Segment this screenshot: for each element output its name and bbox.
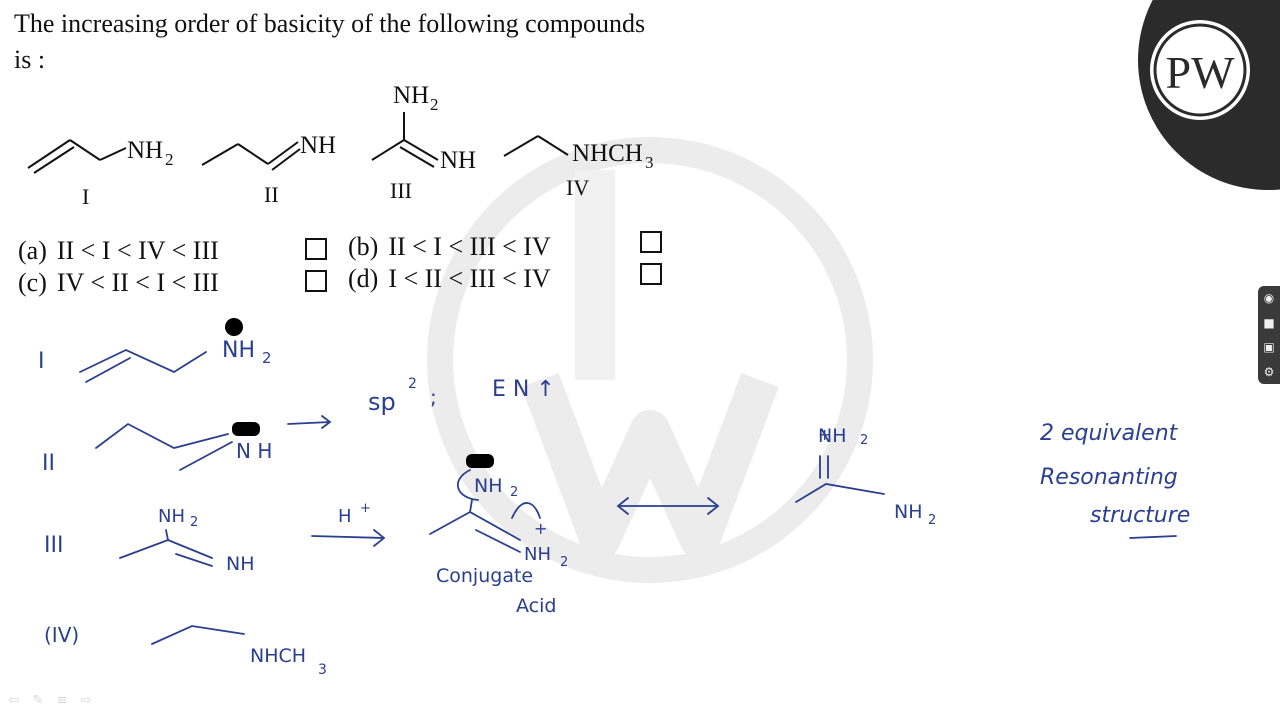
structure-II-numeral: II: [264, 182, 279, 207]
option-c: (c) IV < II < I < III: [18, 268, 219, 298]
ink-IV-sub: 3: [318, 662, 327, 678]
structure-III: NH 2 NH III: [371, 82, 476, 203]
ink-I-sub: 2: [262, 349, 272, 367]
image-icon[interactable]: ▣: [1263, 340, 1275, 355]
option-c-text: IV < II < I < III: [56, 268, 219, 297]
structure-IV-group: NHCH: [572, 140, 643, 167]
ink-III-top: NH: [158, 506, 185, 527]
structure-IV-numeral: IV: [566, 175, 589, 200]
ink-II-group: N H: [236, 439, 272, 463]
option-a-tag: (a): [18, 236, 47, 265]
ink-note-1: 2 equivalent: [1040, 421, 1179, 446]
ink-res-top-sub: 2: [860, 433, 868, 448]
option-b-tag: (b): [348, 232, 379, 261]
structure-III-numeral: III: [390, 178, 412, 203]
ink-note-2: Resonanting: [1040, 465, 1178, 490]
structure-IV-sub: 3: [645, 153, 654, 172]
option-d-checkbox[interactable]: [640, 263, 662, 285]
ink-conj-top-sub: 2: [510, 485, 518, 500]
ink-res-bottom: NH: [894, 501, 923, 523]
structure-III-top-group: NH: [393, 82, 429, 109]
option-c-tag: (c): [18, 268, 47, 297]
option-a-text: II < I < IV < III: [56, 236, 219, 265]
ink-plus: +: [534, 519, 547, 538]
ink-III-group: NH: [226, 553, 255, 575]
question-text: The increasing order of basicity of the …: [14, 6, 645, 78]
structure-I: NH 2 I: [27, 137, 174, 209]
forward-arrow-icon[interactable]: ⇨: [80, 692, 92, 708]
gear-icon[interactable]: ⚙: [1263, 364, 1275, 379]
svg-text:;: ;: [430, 385, 437, 409]
option-b-text: II < I < III < IV: [388, 232, 551, 261]
ink-res-top: NH: [818, 425, 847, 447]
structure-I-sub: 2: [165, 150, 174, 169]
option-b-checkbox[interactable]: [640, 231, 662, 253]
ink-II-label: II: [42, 451, 55, 476]
ink-acid: Acid: [516, 595, 556, 617]
pw-logo-letters: PW: [1166, 47, 1236, 98]
ink-conj-top: NH: [474, 475, 503, 497]
ink-I-label: I: [38, 349, 45, 374]
option-d-text: I < II < III < IV: [388, 264, 551, 293]
ink-I-group: NH: [222, 338, 255, 363]
ink-III-top-sub: 2: [190, 515, 198, 530]
option-a-checkbox[interactable]: [305, 238, 327, 260]
video-icon[interactable]: ■: [1263, 315, 1275, 330]
option-b: (b) II < I < III < IV: [348, 232, 551, 262]
structure-I-group: NH: [127, 137, 163, 164]
back-arrow-icon[interactable]: ⇦: [8, 692, 20, 708]
ink-hplus: H: [338, 506, 352, 527]
camera-icon[interactable]: ◉: [1263, 291, 1275, 306]
ink-III-label: III: [44, 533, 63, 558]
structure-II-group: NH: [300, 132, 336, 159]
pw-logo: PW: [1088, 0, 1280, 190]
handwritten-annotations: I NH 2 II N H sp 2 ; E N ↑ III NH 2 NH H…: [38, 318, 1190, 678]
ink-sp2-sup: 2: [408, 376, 417, 392]
ink-IV-label: (IV): [44, 623, 79, 647]
ink-conj-bottom: NH: [524, 544, 551, 565]
structure-III-group: NH: [440, 147, 476, 174]
bottom-toolbar: ⇦ ✎ ≡ ⇨: [6, 692, 94, 708]
menu-icon[interactable]: ≡: [56, 692, 68, 708]
ink-IV-group: NHCH: [250, 645, 306, 667]
ink-hplus-sup: +: [360, 501, 371, 516]
structure-I-numeral: I: [82, 184, 89, 209]
pen-icon[interactable]: ✎: [32, 692, 44, 708]
structure-III-top-sub: 2: [430, 95, 439, 114]
option-d: (d) I < II < III < IV: [348, 264, 551, 294]
ink-sp2: sp: [368, 388, 396, 416]
structure-IV: NHCH 3 IV: [503, 135, 654, 200]
ink-res-plus: +: [818, 425, 831, 444]
ink-conj-bottom-sub: 2: [560, 555, 568, 570]
ink-note-3: structure: [1090, 503, 1190, 528]
question-line-2: is :: [14, 45, 46, 74]
ink-en: E N ↑: [492, 377, 555, 402]
option-d-tag: (d): [348, 264, 379, 293]
ink-res-bottom-sub: 2: [928, 513, 936, 528]
question-line-1: The increasing order of basicity of the …: [14, 9, 646, 38]
side-toolbar: ◉ ■ ▣ ⚙: [1258, 286, 1280, 384]
option-a: (a) II < I < IV < III: [18, 236, 219, 266]
option-c-checkbox[interactable]: [305, 270, 327, 292]
structure-II: NH II: [201, 132, 336, 207]
ink-conjugate: Conjugate: [436, 565, 533, 587]
